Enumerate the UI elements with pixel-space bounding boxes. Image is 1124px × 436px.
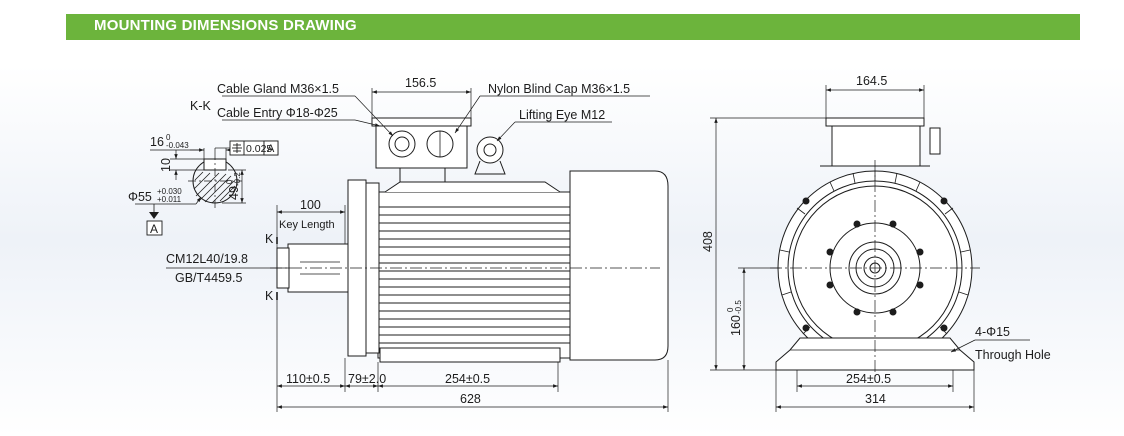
section-banner: MOUNTING DIMENSIONS DRAWING bbox=[66, 14, 1080, 40]
k-bottom: K bbox=[265, 289, 274, 303]
key-width-dim: 16 bbox=[150, 135, 164, 149]
shaft-diameter-dim: Φ55 bbox=[128, 190, 152, 204]
foot-width-dim: 314 bbox=[865, 392, 886, 406]
side-view-dimension-lines bbox=[166, 88, 669, 412]
shaft-tol-lower: +0.011 bbox=[157, 195, 182, 204]
end-bolts bbox=[802, 197, 948, 332]
datum-label: A bbox=[150, 222, 158, 236]
motor-side-view bbox=[270, 117, 669, 363]
key-width-tol-upper: 0 bbox=[166, 133, 171, 142]
key-height-tol-upper: 0 bbox=[225, 179, 234, 184]
cable-entry-label: Cable Entry Φ18-Φ25 bbox=[217, 106, 338, 120]
dim-628: 628 bbox=[460, 392, 481, 406]
shaft-height-tol-lower: -0.5 bbox=[734, 300, 743, 314]
section-hatch bbox=[193, 171, 236, 204]
page-title: MOUNTING DIMENSIONS DRAWING bbox=[94, 17, 357, 34]
lifting-eye bbox=[476, 136, 504, 164]
nylon-cap-label: Nylon Blind Cap M36×1.5 bbox=[488, 82, 630, 96]
foot-centers-dim: 254±0.5 bbox=[846, 372, 891, 386]
cable-gland bbox=[388, 130, 416, 158]
cable-gland-label: Cable Gland M36×1.5 bbox=[217, 82, 339, 96]
shaft-height-dim: 160 bbox=[729, 315, 743, 336]
dim-110: 110±0.5 bbox=[286, 372, 330, 386]
key-depth-dim: 10 bbox=[159, 158, 173, 172]
top-width-dim: 156.5 bbox=[405, 76, 436, 90]
mounting-feet bbox=[379, 347, 561, 363]
key-height-dim: 49 bbox=[227, 186, 241, 200]
end-width-dim: 164.5 bbox=[856, 74, 887, 88]
k-top: K bbox=[265, 232, 274, 246]
key-width-tol-lower: -0.043 bbox=[166, 141, 189, 150]
cooling-fins bbox=[378, 206, 570, 344]
end-terminal-box bbox=[831, 125, 921, 167]
side-view-labels: Cable Gland M36×1.5 Cable Entry Φ18-Φ25 … bbox=[166, 76, 630, 406]
motor-end-view bbox=[770, 117, 980, 378]
shaft-height-tol-upper: 0 bbox=[726, 307, 735, 312]
key-length-label: Key Length bbox=[279, 219, 335, 231]
through-hole-label: Through Hole bbox=[975, 348, 1051, 362]
shaft-section-labels: 16 0 -0.043 10 49 0 -0.2 Φ55 +0.030 +0.0… bbox=[128, 133, 275, 236]
tolerance-datum-ref: A bbox=[267, 143, 275, 155]
total-height-dim: 408 bbox=[701, 231, 715, 252]
datum-box bbox=[146, 220, 163, 236]
key-height-tol-lower: -0.2 bbox=[233, 172, 242, 186]
center-hole-standard: GB/T4459.5 bbox=[175, 271, 242, 285]
dim-254: 254±0.5 bbox=[445, 372, 490, 386]
stator-body bbox=[377, 191, 571, 359]
end-view-labels: 164.5 408 160 0 -0.5 4-Φ15 Through Hole … bbox=[701, 74, 1051, 406]
section-label: K-K bbox=[190, 99, 212, 113]
shaft-section-view bbox=[135, 140, 279, 236]
mounting-holes-label: 4-Φ15 bbox=[975, 325, 1010, 339]
dim-79: 79±2.0 bbox=[348, 372, 386, 386]
rear-cover bbox=[569, 170, 669, 361]
end-view-dimension-lines bbox=[710, 85, 1030, 412]
symmetry-tolerance: 0.025 bbox=[246, 143, 272, 155]
lifting-eye-label: Lifting Eye M12 bbox=[519, 108, 605, 122]
center-hole-spec: CM12L40/19.8 bbox=[166, 252, 248, 266]
shaft-tol-upper: +0.030 bbox=[157, 187, 182, 196]
shaft-length-dim: 100 bbox=[300, 198, 321, 212]
